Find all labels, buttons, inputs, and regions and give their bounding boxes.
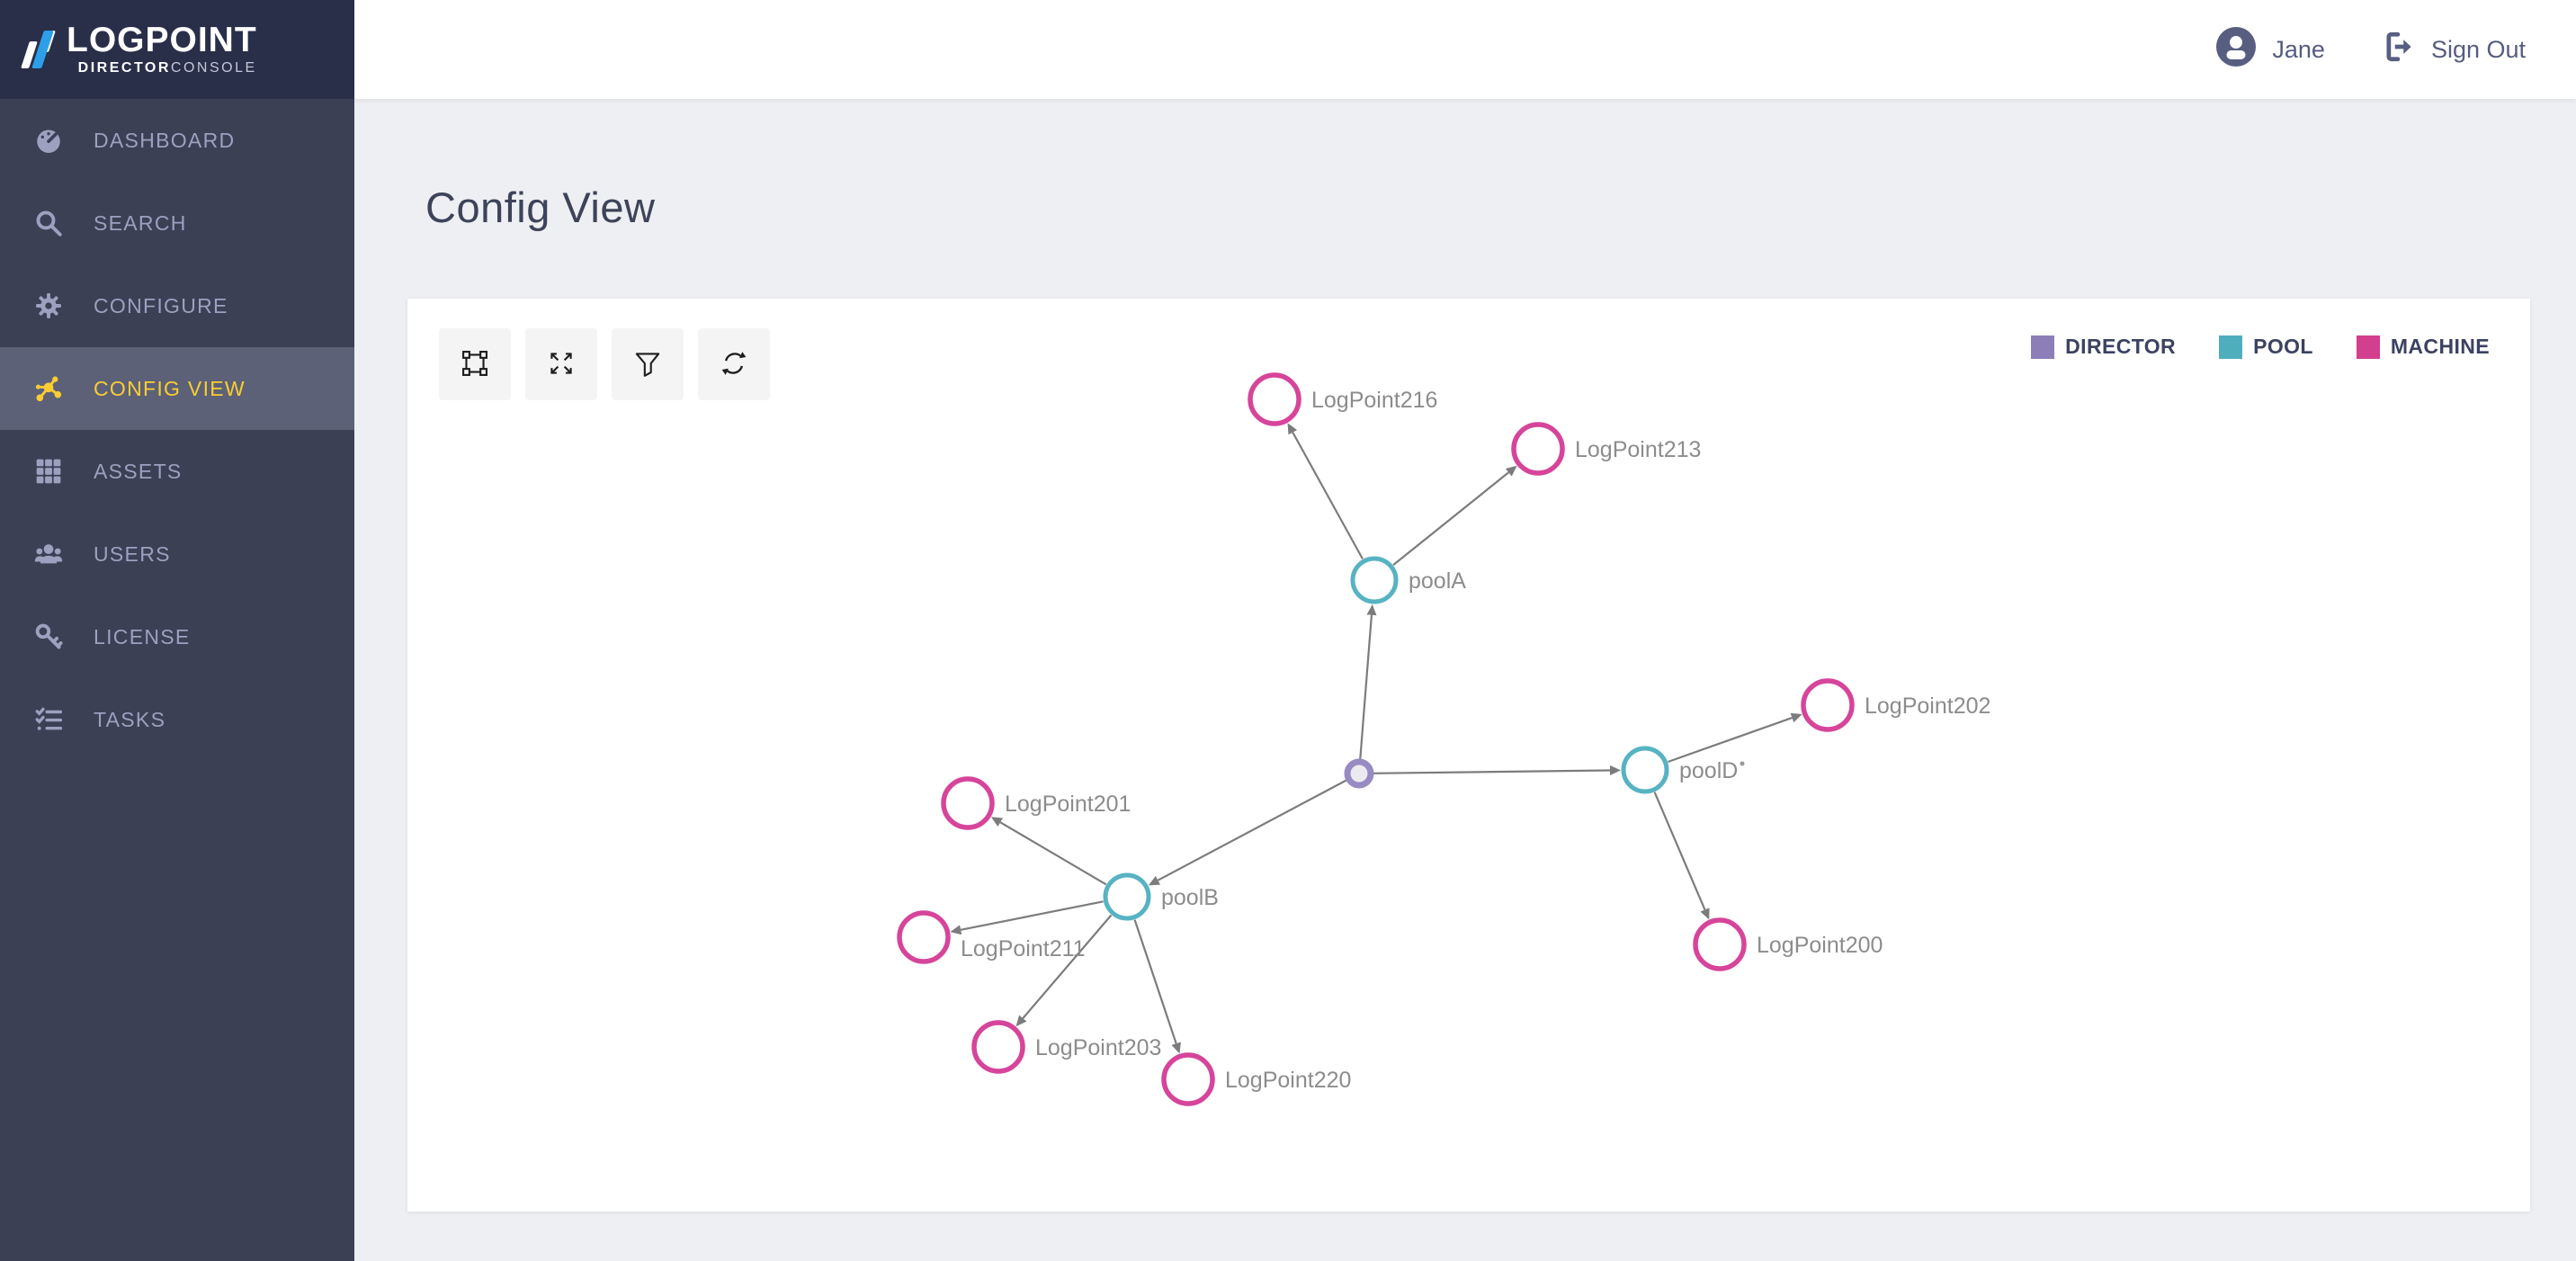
graph-edge-director-poolD: [1373, 765, 1622, 775]
graph-node-label-poolB: poolB: [1161, 885, 1219, 910]
sidebar-item-label: DASHBOARD: [94, 128, 236, 152]
graph-node-LogPoint202[interactable]: [1801, 678, 1855, 732]
sidebar-item-users[interactable]: USERS: [0, 513, 354, 595]
graph-edge-poolB-LogPoint211: [950, 900, 1104, 935]
graph-node-poolA[interactable]: [1350, 556, 1399, 604]
legend-item-director: DIRECTOR: [2031, 335, 2176, 359]
graph-node-label-LogPoint202: LogPoint202: [1865, 693, 1990, 719]
filter-button[interactable]: [612, 328, 684, 400]
brand-subtitle: DIRECTORCONSOLE: [77, 60, 257, 76]
user-menu[interactable]: Jane: [2216, 26, 2325, 73]
legend-item-machine: MACHINE: [2356, 335, 2490, 359]
legend-item-pool: POOL: [2219, 335, 2313, 359]
machine-color-swatch: [2356, 335, 2380, 359]
graph-node-poolD[interactable]: [1621, 746, 1669, 794]
brand-name: LOGPOINT: [67, 21, 257, 59]
main-content: Config View: [354, 99, 2576, 1261]
frame-selection-icon: [459, 347, 491, 382]
logo: LOGPOINT DIRECTORCONSOLE: [0, 0, 354, 99]
graph-edge-poolB-LogPoint220: [1133, 919, 1181, 1054]
graph-node-label-LogPoint203: LogPoint203: [1035, 1035, 1161, 1060]
sidebar-item-label: ASSETS: [94, 459, 183, 483]
graph-edge-poolA-LogPoint213: [1392, 465, 1517, 566]
logpoint-logo-icon: [21, 31, 56, 68]
filter-icon: [631, 347, 664, 382]
graph-node-label-LogPoint200: LogPoint200: [1757, 933, 1883, 958]
sidebar-item-search[interactable]: SEARCH: [0, 182, 354, 264]
grid-icon: [32, 455, 65, 487]
sidebar-item-label: SEARCH: [94, 210, 187, 235]
sign-out-label: Sign Out: [2430, 35, 2526, 63]
graph-edge-director-poolB: [1148, 779, 1347, 886]
graph-node-LogPoint220[interactable]: [1161, 1052, 1215, 1106]
user-name: Jane: [2272, 35, 2325, 63]
graph-edge-poolB-LogPoint201: [990, 817, 1107, 886]
sidebar-item-label: LICENSE: [94, 624, 191, 648]
sidebar-item-license[interactable]: LICENSE: [0, 595, 354, 678]
dashboard-gauge-icon: [32, 124, 65, 157]
stray-dot: [1740, 761, 1745, 766]
topology-graph[interactable]: poolA poolB poolD LogPoint216LogPoint213Log…: [407, 299, 2530, 1212]
top-header: Jane Sign Out: [354, 0, 2576, 99]
graph-node-label-LogPoint213: LogPoint213: [1575, 437, 1701, 462]
task-list-icon: [32, 703, 65, 736]
graph-edge-poolD-LogPoint202: [1668, 712, 1802, 764]
expand-arrows-icon: [545, 347, 577, 382]
graph-edge-poolB-LogPoint203: [1015, 914, 1113, 1027]
sidebar-item-label: CONFIG VIEW: [94, 376, 246, 400]
key-icon: [32, 621, 65, 653]
sidebar-item-config-view[interactable]: CONFIG VIEW: [0, 347, 354, 430]
graph-node-director[interactable]: [1344, 758, 1374, 789]
graph-toolbar: [439, 328, 770, 400]
graph-node-label-LogPoint216: LogPoint216: [1311, 388, 1437, 413]
expand-arrows-button[interactable]: [525, 328, 597, 400]
graph-node-poolB[interactable]: [1103, 872, 1151, 921]
graph-legend: DIRECTOR POOL MACHINE: [2031, 335, 2490, 359]
graph-node-label-poolA: poolA: [1409, 568, 1466, 594]
graph-node-label-poolD: poolD: [1679, 758, 1738, 783]
sidebar-item-tasks[interactable]: TASKS: [0, 678, 354, 761]
search-icon: [32, 207, 65, 239]
sidebar-item-configure[interactable]: CONFIGURE: [0, 264, 354, 347]
graph-node-LogPoint200[interactable]: [1693, 917, 1747, 971]
sidebar-item-label: USERS: [94, 541, 171, 566]
gear-icon: [32, 290, 65, 322]
graph-node-label-LogPoint201: LogPoint201: [1005, 791, 1131, 817]
graph-edge-director-poolA: [1359, 604, 1377, 760]
graph-edge-poolA-LogPoint216: [1287, 423, 1364, 559]
network-graph-icon: [32, 372, 65, 405]
sign-out-icon: [2383, 30, 2417, 70]
graph-node-label-LogPoint211: LogPoint211: [961, 936, 1086, 961]
sidebar-item-label: CONFIGURE: [94, 293, 228, 317]
refresh-button[interactable]: [698, 328, 770, 400]
graph-node-LogPoint201[interactable]: [941, 776, 995, 830]
director-color-swatch: [2031, 335, 2055, 359]
pool-color-swatch: [2219, 335, 2243, 359]
graph-node-LogPoint213[interactable]: [1511, 422, 1565, 476]
graph-node-label-LogPoint220: LogPoint220: [1225, 1068, 1351, 1093]
graph-node-LogPoint216[interactable]: [1248, 372, 1301, 426]
sidebar-item-label: TASKS: [94, 707, 166, 731]
frame-selection-button[interactable]: [439, 328, 511, 400]
config-view-panel: DIRECTOR POOL MACHINE poolA poolB poolD Log…: [407, 299, 2530, 1212]
page-title: Config View: [425, 183, 656, 232]
users-icon: [32, 538, 65, 570]
refresh-icon: [718, 347, 750, 382]
sidebar: LOGPOINT DIRECTORCONSOLE DASHBOARD SEARC…: [0, 0, 354, 1261]
graph-node-LogPoint203[interactable]: [971, 1020, 1025, 1074]
graph-node-LogPoint211[interactable]: [897, 910, 951, 964]
sidebar-item-dashboard[interactable]: DASHBOARD: [0, 99, 354, 182]
graph-edge-poolD-LogPoint200: [1653, 791, 1710, 920]
sidebar-nav: DASHBOARD SEARCH: [0, 99, 354, 761]
user-avatar-icon: [2216, 26, 2257, 73]
sign-out-button[interactable]: Sign Out: [2383, 30, 2526, 70]
sidebar-item-assets[interactable]: ASSETS: [0, 430, 354, 513]
